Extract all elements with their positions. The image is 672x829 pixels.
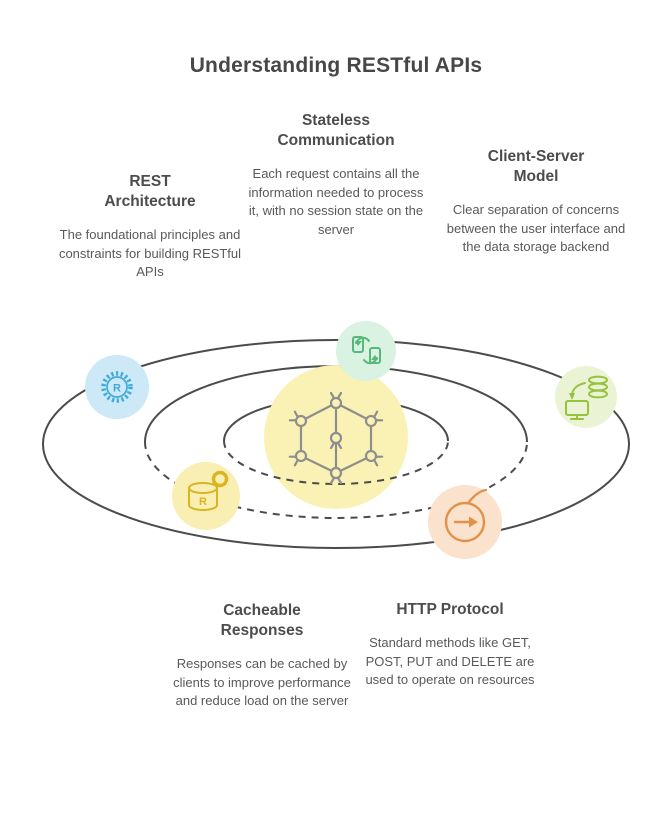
section-client-server-model: Client-Server Model Clear separation of … xyxy=(446,147,626,257)
section-http-protocol: HTTP Protocol Standard methods like GET,… xyxy=(356,600,544,690)
section-heading: REST Architecture xyxy=(104,173,196,211)
satellite-rust: R xyxy=(85,355,149,419)
device-sync-icon xyxy=(352,336,381,365)
section-body: Clear separation of concerns between the… xyxy=(446,202,626,255)
section-heading: HTTP Protocol xyxy=(396,601,504,618)
section-cacheable-responses: Cacheable Responses Responses can be cac… xyxy=(172,601,352,711)
section-rest-architecture: REST Architecture The foundational princ… xyxy=(52,172,248,282)
r-database-gear-icon: R xyxy=(188,470,229,511)
satellite-r-database: R xyxy=(172,462,240,530)
svg-text:R: R xyxy=(199,496,207,508)
section-heading: Cacheable Responses xyxy=(220,602,304,640)
section-stateless-communication: Stateless Communication Each request con… xyxy=(248,111,424,239)
section-heading: Client-Server Model xyxy=(487,148,585,186)
satellite-bg xyxy=(172,462,240,530)
section-heading: Stateless Communication xyxy=(277,112,395,150)
orbit-ring-outer xyxy=(42,339,630,549)
satellite-bg xyxy=(555,366,617,428)
page-title: Understanding RESTful APIs xyxy=(189,54,483,77)
network-graph-icon xyxy=(288,391,384,485)
rust-gear-r-icon: R xyxy=(101,371,133,403)
satellite-arrow xyxy=(428,485,502,559)
section-body: The foundational principles and constrai… xyxy=(58,227,242,280)
svg-text:R: R xyxy=(113,383,121,395)
satellite-sync xyxy=(336,321,396,381)
circular-arrow-icon xyxy=(444,488,488,543)
orbit-ring-middle-front xyxy=(144,441,528,519)
database-transfer-icon xyxy=(565,375,608,420)
section-body: Responses can be cached by clients to im… xyxy=(173,656,351,709)
satellite-bg xyxy=(85,355,149,419)
section-body: Each request contains all the informatio… xyxy=(248,166,424,237)
satellite-db-transfer xyxy=(555,366,617,428)
satellite-bg xyxy=(336,321,396,381)
section-body: Standard methods like GET, POST, PUT and… xyxy=(365,635,535,688)
